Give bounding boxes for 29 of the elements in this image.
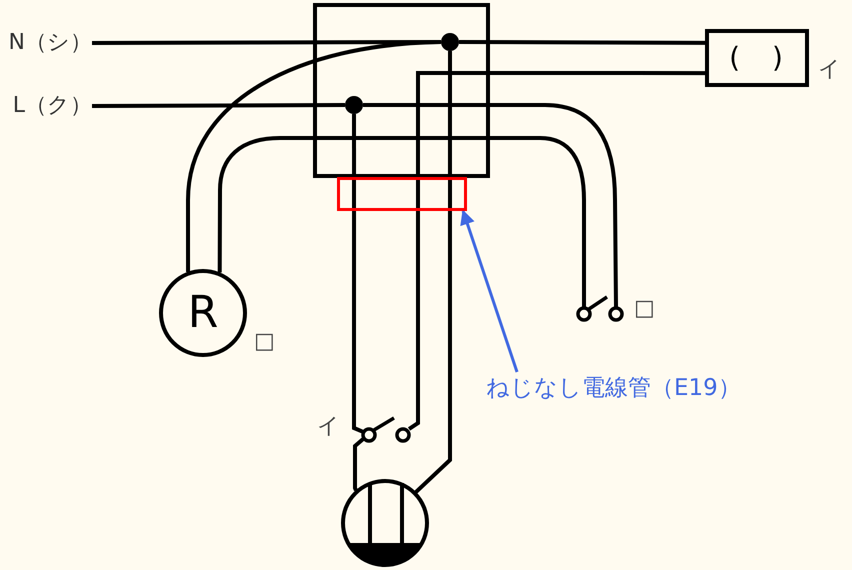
blank-label: □	[634, 297, 655, 322]
wire	[363, 103, 618, 307]
connection-dot	[345, 96, 363, 114]
light-fixture-box: ( )	[705, 29, 809, 87]
blank-label: イ	[317, 415, 340, 440]
wire	[414, 211, 452, 494]
wire	[448, 51, 452, 177]
wire	[352, 114, 356, 177]
switch-symbol	[577, 296, 624, 322]
wire	[92, 103, 345, 108]
wire	[352, 211, 364, 434]
wire	[186, 40, 442, 272]
wire-label: N（シ）	[0, 27, 92, 59]
wire-label: L（ク）	[0, 90, 92, 122]
blank-label: □	[254, 330, 275, 354]
junction-box	[313, 3, 490, 178]
blank-label: イ	[818, 58, 841, 82]
leader-arrow	[460, 210, 518, 372]
connection-dot	[441, 33, 459, 51]
conduit-label: ねじなし電線管（E19）	[486, 372, 816, 406]
wire	[459, 40, 705, 45]
lamp-circle: R	[159, 269, 247, 357]
wire	[408, 211, 420, 431]
conduit-marker	[337, 177, 467, 211]
wire	[218, 136, 586, 307]
outlet-symbol	[341, 479, 429, 567]
switch-symbol	[362, 415, 411, 443]
wire	[416, 71, 705, 177]
wire	[353, 438, 364, 492]
